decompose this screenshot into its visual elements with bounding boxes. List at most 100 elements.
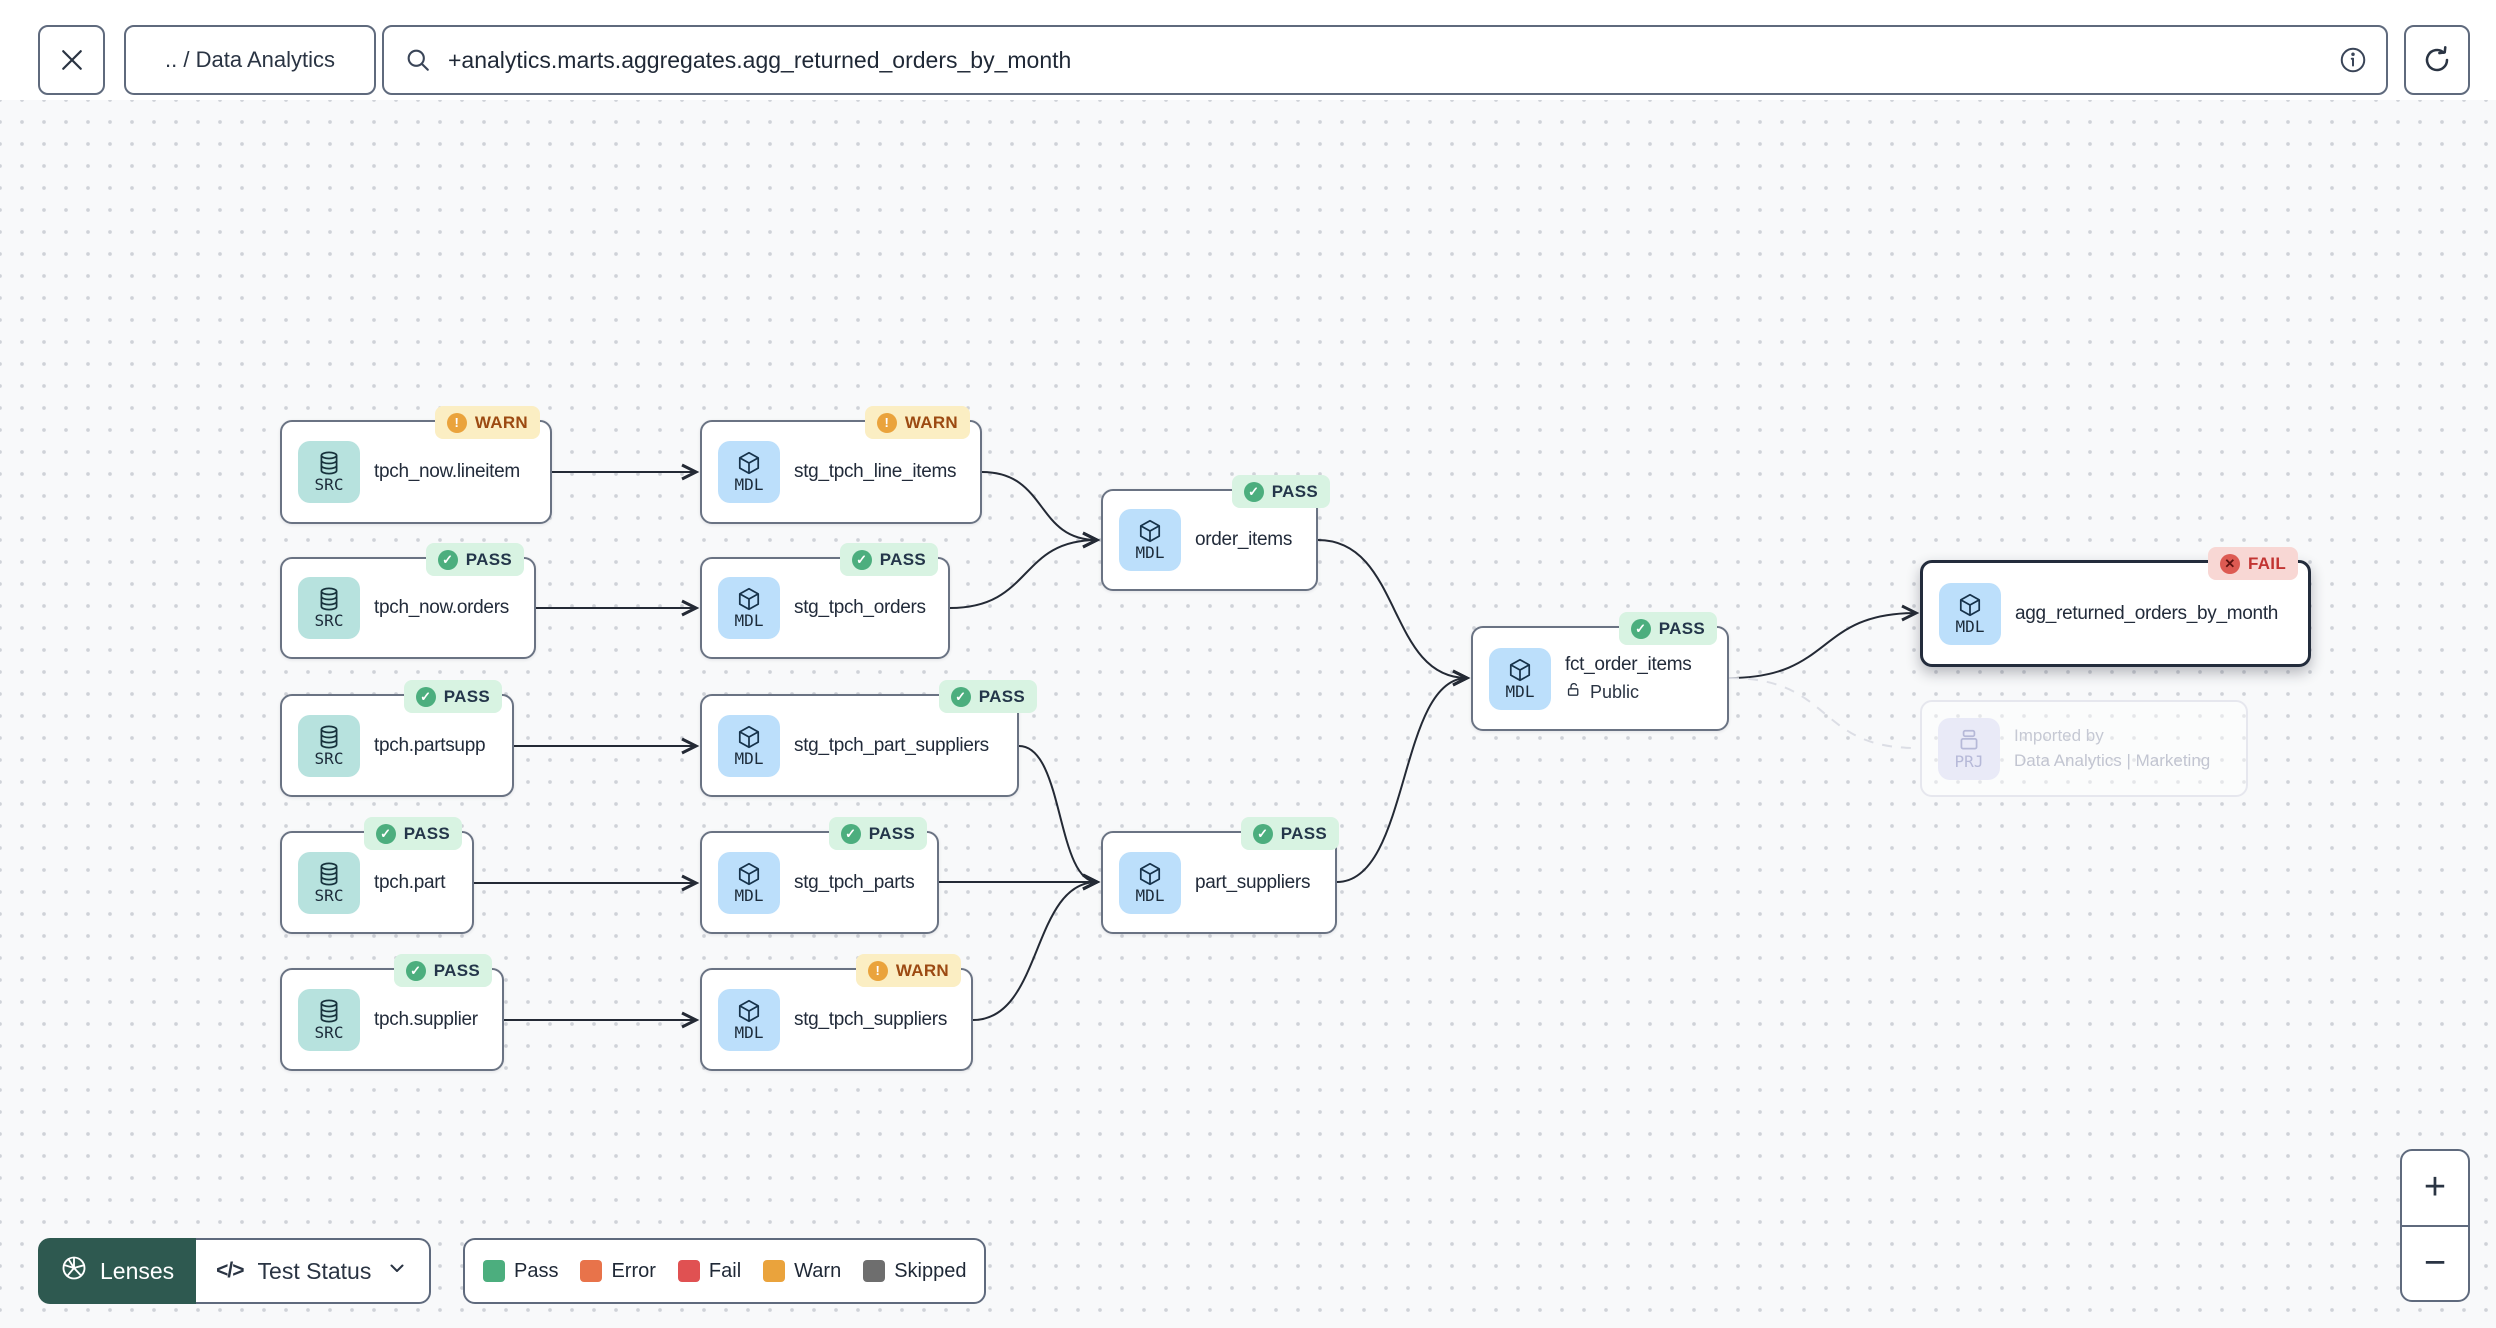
project-icon: PRJ	[1938, 717, 2000, 780]
status-label: PASS	[403, 823, 450, 843]
status-badge: ✓ PASS	[363, 817, 462, 850]
status-badge: ✓ PASS	[839, 543, 938, 576]
model-icon: MDL	[718, 441, 780, 503]
close-button[interactable]	[38, 25, 105, 95]
status-label: PASS	[465, 549, 512, 569]
legend-label: Error	[611, 1259, 656, 1282]
pass-swatch	[483, 1260, 505, 1282]
status-label: FAIL	[2247, 553, 2286, 573]
unlock-icon	[1565, 681, 1582, 703]
pass-icon: ✓	[415, 686, 436, 707]
node-tpch-supplier[interactable]: ✓ PASS SRC tpch.supplier	[280, 954, 504, 1071]
zoom-in-button[interactable]: +	[2402, 1151, 2468, 1225]
node-label: stg_tpch_part_suppliers	[794, 734, 989, 756]
warn-swatch	[763, 1260, 786, 1282]
search-box[interactable]	[382, 25, 2388, 95]
pass-icon: ✓	[375, 823, 396, 844]
model-icon: MDL	[1939, 582, 2001, 645]
search-icon	[404, 46, 432, 74]
pass-icon: ✓	[405, 960, 426, 981]
node-type-label: MDL	[734, 1022, 764, 1042]
node-label: stg_tpch_orders	[794, 597, 926, 618]
zoom-out-button[interactable]: −	[2402, 1224, 2468, 1301]
model-icon: MDL	[1119, 851, 1181, 914]
node-label: fct_order_items	[1565, 654, 1692, 675]
fail-swatch	[677, 1260, 700, 1282]
lineage-canvas[interactable]: ! WARN SRC tpch_now.lineitem ✓ PASS SRC …	[0, 100, 2496, 1328]
pass-icon: ✓	[840, 823, 861, 844]
node-label: tpch.part	[374, 871, 446, 893]
node-part-suppliers[interactable]: ✓ PASS MDL part_suppliers	[1101, 817, 1339, 934]
node-label: order_items	[1195, 529, 1293, 550]
node-type-label: MDL	[734, 748, 764, 768]
node-fct-order-items[interactable]: ✓ PASS MDL fct_order_items Public	[1471, 612, 1729, 731]
pass-icon: ✓	[1630, 618, 1651, 639]
node-agg-returned-orders-by-month[interactable]: ✕ FAIL MDL agg_returned_orders_by_month	[1920, 547, 2311, 667]
status-label: PASS	[443, 686, 490, 706]
lenses-button[interactable]: Lenses	[38, 1238, 197, 1304]
status-badge: ✓ PASS	[938, 680, 1037, 713]
node-type-label: SRC	[314, 748, 344, 768]
node-label: stg_tpch_suppliers	[794, 1008, 948, 1030]
lens-toolbar: Lenses </> Test Status	[38, 1238, 432, 1304]
status-label: WARN	[474, 412, 528, 432]
access-label: Public	[1590, 681, 1640, 702]
node-label: tpch_now.lineitem	[374, 461, 520, 482]
breadcrumb-label: .. / Data Analytics	[165, 47, 335, 72]
refresh-button[interactable]	[2404, 25, 2470, 95]
fail-icon: ✕	[2219, 553, 2240, 574]
status-label: PASS	[1280, 823, 1327, 843]
warn-icon: !	[867, 960, 888, 981]
model-icon: MDL	[1119, 509, 1181, 571]
node-label: tpch.supplier	[374, 1008, 478, 1030]
lenses-label: Lenses	[100, 1257, 175, 1284]
source-icon: SRC	[298, 851, 360, 914]
node-imported-by-project[interactable]: PRJ Imported by Data Analytics | Marketi…	[1920, 700, 2248, 797]
status-label: WARN	[904, 412, 958, 432]
node-stg-tpch-parts[interactable]: ✓ PASS MDL stg_tpch_parts	[700, 817, 939, 934]
source-icon: SRC	[298, 441, 360, 503]
node-label: tpch_now.orders	[374, 597, 509, 618]
search-input[interactable]	[446, 45, 2338, 75]
model-icon: MDL	[718, 714, 780, 777]
node-stg-tpch-orders[interactable]: ✓ PASS MDL stg_tpch_orders	[700, 543, 950, 659]
node-stg-tpch-suppliers[interactable]: ! WARN MDL stg_tpch_suppliers	[700, 954, 973, 1071]
node-type-label: PRJ	[1954, 751, 1984, 771]
node-stg-tpch-line-items[interactable]: ! WARN MDL stg_tpch_line_items	[700, 406, 982, 524]
info-button[interactable]	[2338, 45, 2368, 75]
pass-icon: ✓	[437, 549, 458, 570]
status-legend: Pass Error Fail Warn Skipped	[463, 1238, 987, 1304]
pass-icon: ✓	[1243, 481, 1264, 502]
node-type-label: SRC	[314, 475, 344, 495]
pass-icon: ✓	[851, 549, 872, 570]
status-badge: ✓ PASS	[1618, 612, 1717, 645]
status-label: PASS	[1658, 618, 1705, 638]
status-badge: ! WARN	[434, 406, 540, 439]
close-icon	[57, 45, 87, 75]
status-badge: ✕ FAIL	[2207, 547, 2298, 580]
lens-selector[interactable]: </> Test Status	[196, 1238, 432, 1304]
node-type-label: MDL	[734, 611, 764, 631]
status-badge: ✓ PASS	[1231, 475, 1330, 508]
legend-label: Warn	[794, 1259, 842, 1282]
node-tpch-now-orders[interactable]: ✓ PASS SRC tpch_now.orders	[280, 543, 536, 659]
chevron-down-icon	[385, 1256, 409, 1286]
status-badge: ! WARN	[855, 954, 961, 987]
node-stg-tpch-part-suppliers[interactable]: ✓ PASS MDL stg_tpch_part_suppliers	[700, 680, 1037, 797]
status-badge: ✓ PASS	[393, 954, 492, 987]
node-tpch-part[interactable]: ✓ PASS SRC tpch.part	[280, 817, 474, 934]
breadcrumb[interactable]: .. / Data Analytics	[124, 25, 376, 95]
refresh-icon	[2421, 44, 2453, 76]
legend-item-skipped: Skipped	[863, 1260, 966, 1283]
status-label: PASS	[1271, 481, 1318, 501]
node-label: part_suppliers	[1195, 871, 1311, 893]
lens-selected-label: Test Status	[257, 1257, 372, 1284]
status-label: WARN	[895, 960, 949, 980]
legend-item-pass: Pass	[483, 1260, 558, 1283]
status-label: PASS	[433, 960, 480, 980]
source-icon: SRC	[298, 714, 360, 777]
node-tpch-partsupp[interactable]: ✓ PASS SRC tpch.partsupp	[280, 680, 514, 797]
node-order-items[interactable]: ✓ PASS MDL order_items	[1101, 475, 1330, 591]
node-tpch-now-lineitem[interactable]: ! WARN SRC tpch_now.lineitem	[280, 406, 552, 524]
node-type-label: MDL	[734, 475, 764, 495]
